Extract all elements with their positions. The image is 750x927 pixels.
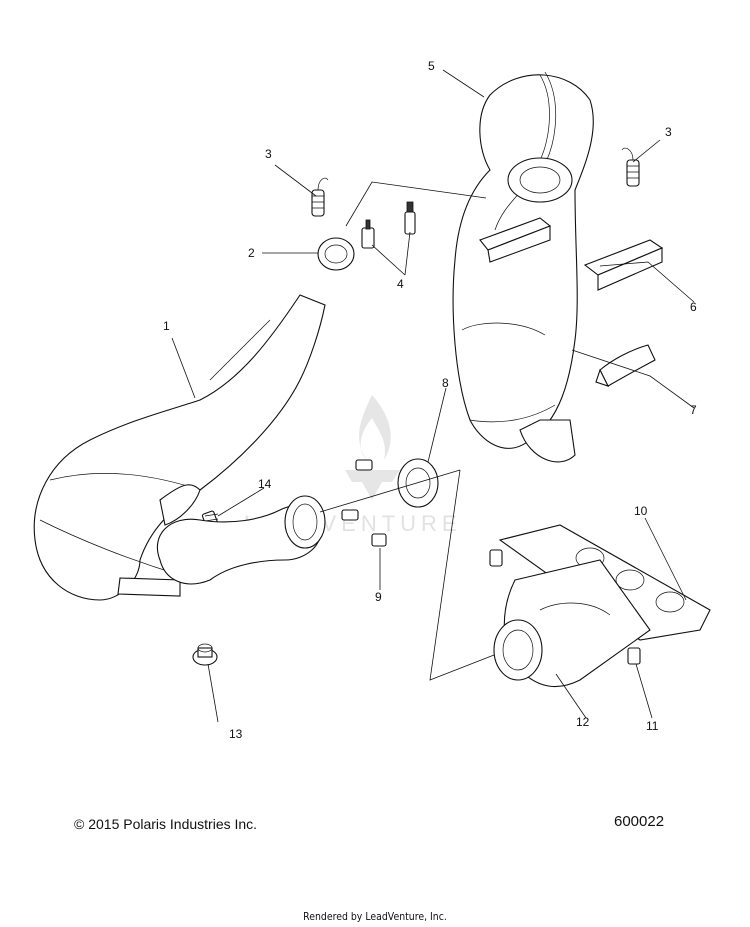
part-elbow-pipe (156, 495, 326, 585)
callout-11: 11 (646, 719, 659, 733)
callout-4: 4 (397, 277, 404, 291)
rendered-by-text: Rendered by LeadVenture, Inc. (303, 910, 447, 923)
callout-10: 10 (634, 504, 648, 518)
callout-8: 8 (442, 376, 449, 390)
callout-13: 13 (229, 727, 243, 741)
callout-3-right: 3 (665, 125, 672, 139)
part-9-springs (341, 459, 387, 547)
callout-5: 5 (428, 59, 435, 73)
copyright-text: © 2015 Polaris Industries Inc. (74, 816, 258, 832)
diagram-id: 600022 (614, 813, 665, 830)
callout-7: 7 (690, 403, 697, 417)
callout-labels: 1 2 3 3 4 5 6 7 8 9 10 11 12 13 14 (163, 59, 697, 741)
callout-3-left: 3 (265, 147, 272, 161)
part-12-manifold (489, 549, 651, 688)
part-11-bolt (627, 647, 641, 665)
callout-9: 9 (375, 590, 382, 604)
part-13-plug (192, 643, 218, 666)
part-1-expansion-chamber (33, 294, 326, 601)
leader-lines (171, 69, 695, 723)
part-2-gasket (317, 237, 355, 271)
part-3-spring-left (311, 177, 329, 217)
callout-6: 6 (690, 300, 697, 314)
part-7-clip (595, 344, 656, 387)
callout-14: 14 (258, 477, 272, 491)
callout-1: 1 (163, 319, 170, 333)
callout-2: 2 (248, 246, 255, 260)
part-3-spring-right (621, 147, 640, 187)
part-4-bolts (361, 201, 416, 249)
part-5-silencer (452, 71, 594, 463)
callout-12: 12 (576, 715, 590, 729)
part-6-bracket (479, 217, 664, 291)
